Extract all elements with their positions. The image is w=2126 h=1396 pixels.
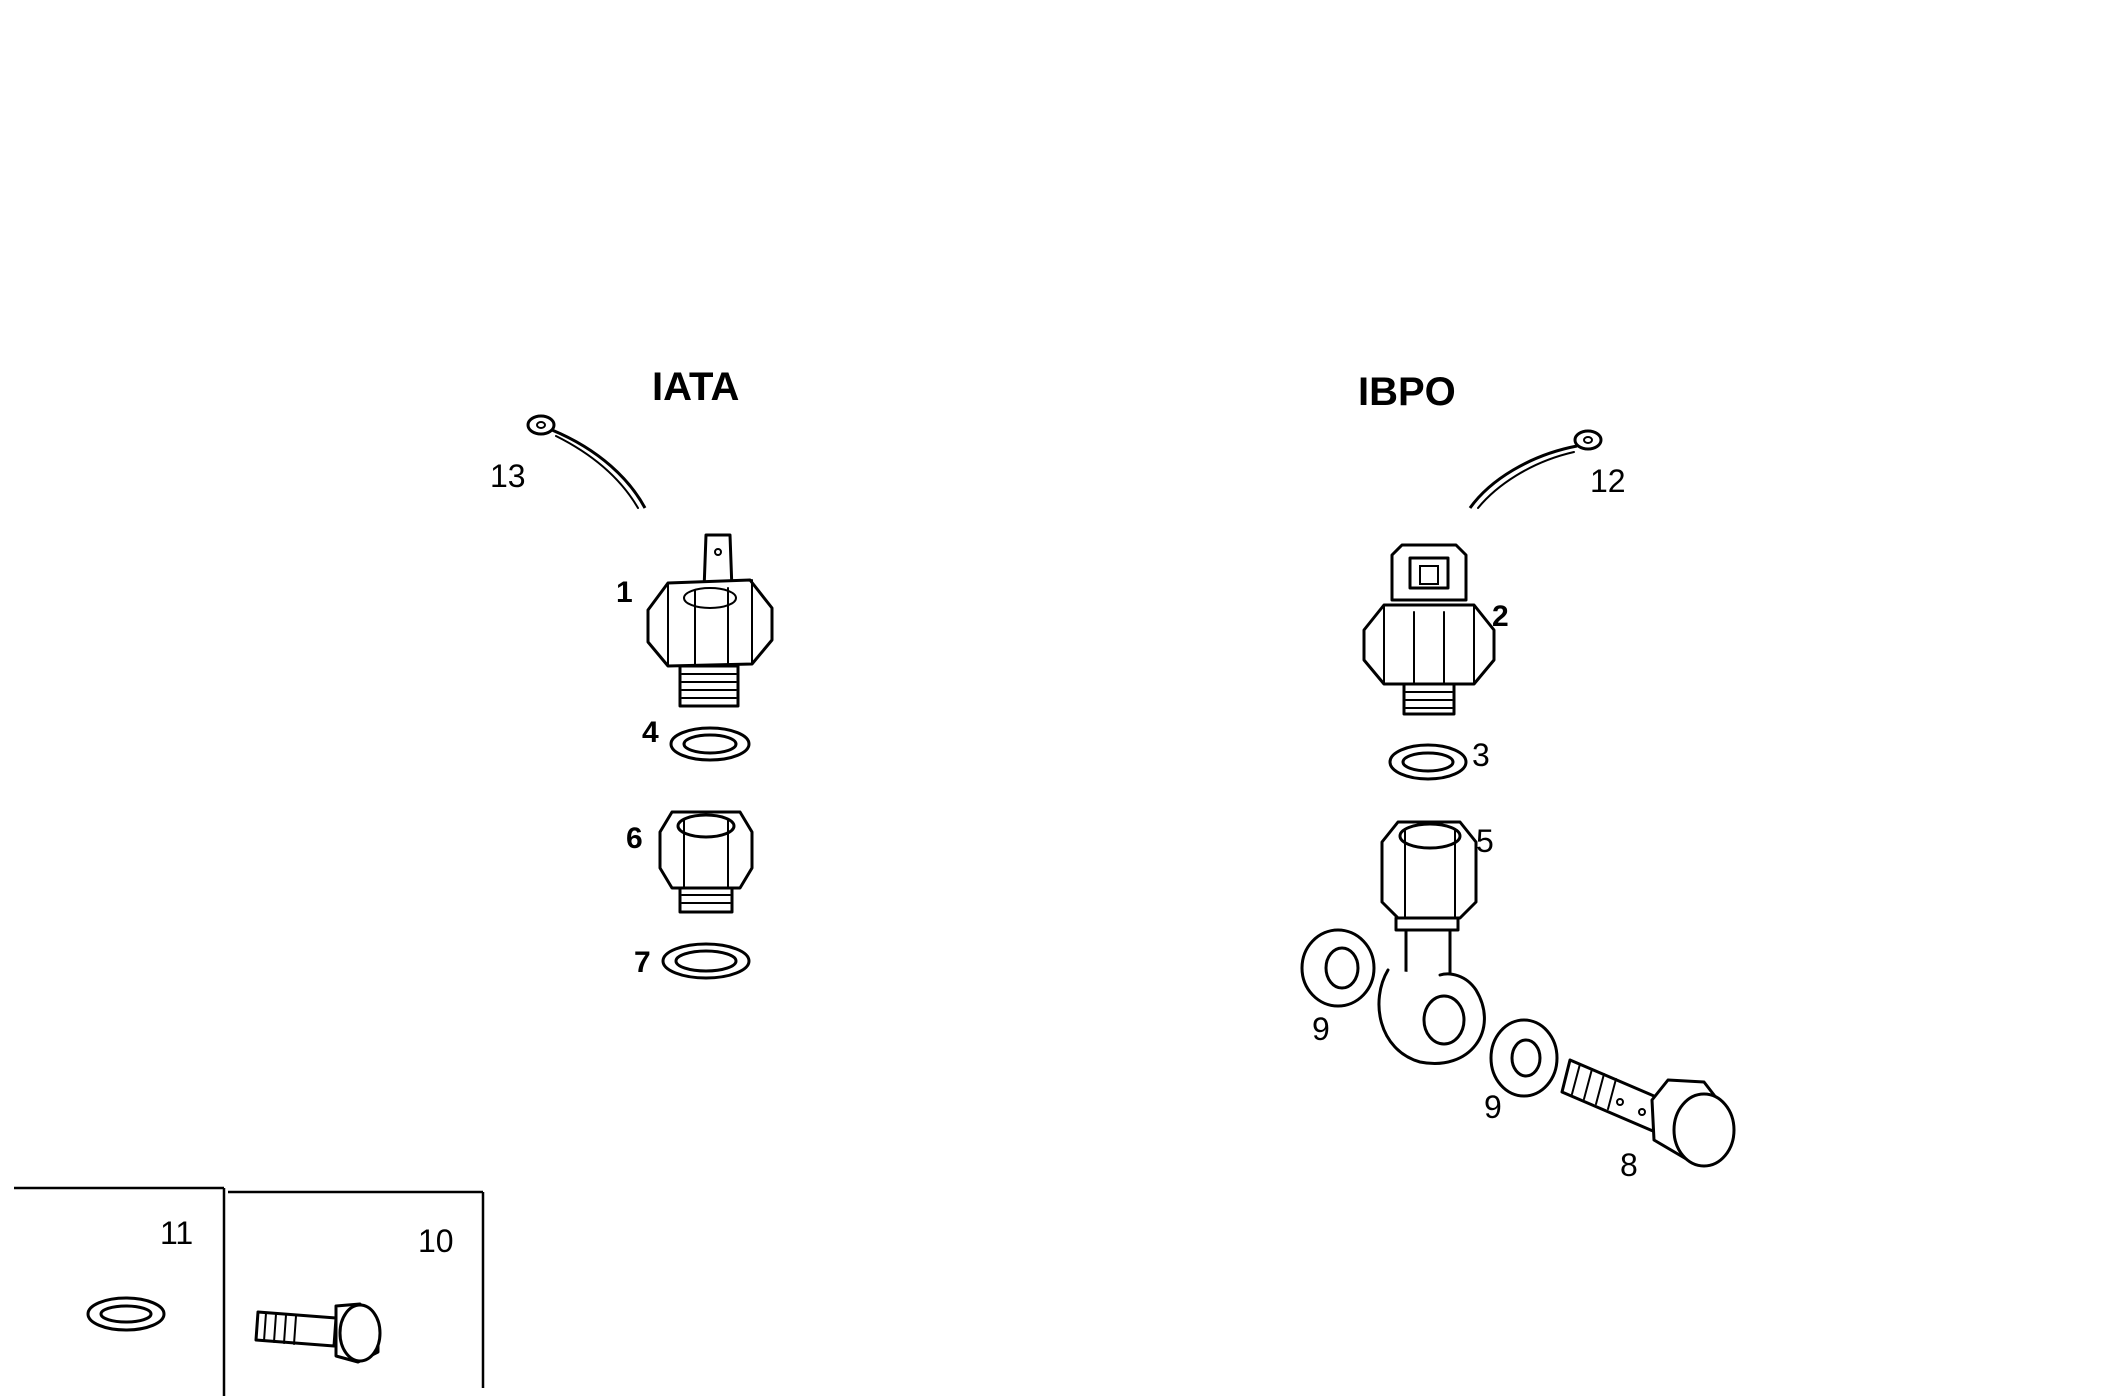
part-2-pressure-sensor [1362,543,1496,716]
part-9-copper-washer-2 [1489,1018,1559,1098]
part-11-washer [86,1296,166,1332]
part-5-banjo-union [1377,820,1486,1065]
callout-13: 13 [490,458,526,494]
part-3-sealing-washer [1388,743,1468,781]
part-1-pressure-switch [646,533,774,708]
group-title-ibpo: IBPO [1358,370,1456,414]
callout-5: 5 [1476,823,1494,859]
callout-2: 2 [1492,600,1509,633]
callout-11: 11 [160,1215,193,1251]
callout-12: 12 [1590,463,1626,499]
callout-8: 8 [1620,1147,1638,1183]
inset-frame [14,1186,485,1396]
callout-1: 1 [616,576,633,609]
part-8-banjo-bolt [1560,1058,1736,1168]
part-9-copper-washer [1300,928,1376,1008]
callout-4: 4 [642,716,659,749]
part-4-sealing-washer [669,726,751,762]
callout-3: 3 [1472,737,1490,773]
callout-9-lower: 9 [1484,1089,1502,1125]
callout-6: 6 [626,822,643,855]
callout-10: 10 [418,1223,454,1259]
callout-7: 7 [634,946,651,979]
callout-9-upper: 9 [1312,1011,1330,1047]
part-12-wire-lead [1468,429,1603,509]
part-6-adaptor [658,810,754,914]
group-title-iata: IATA [652,365,739,409]
part-7-sealing-washer [661,942,751,980]
part-13-wire-lead [526,414,647,509]
part-10-bolt [254,1302,382,1364]
